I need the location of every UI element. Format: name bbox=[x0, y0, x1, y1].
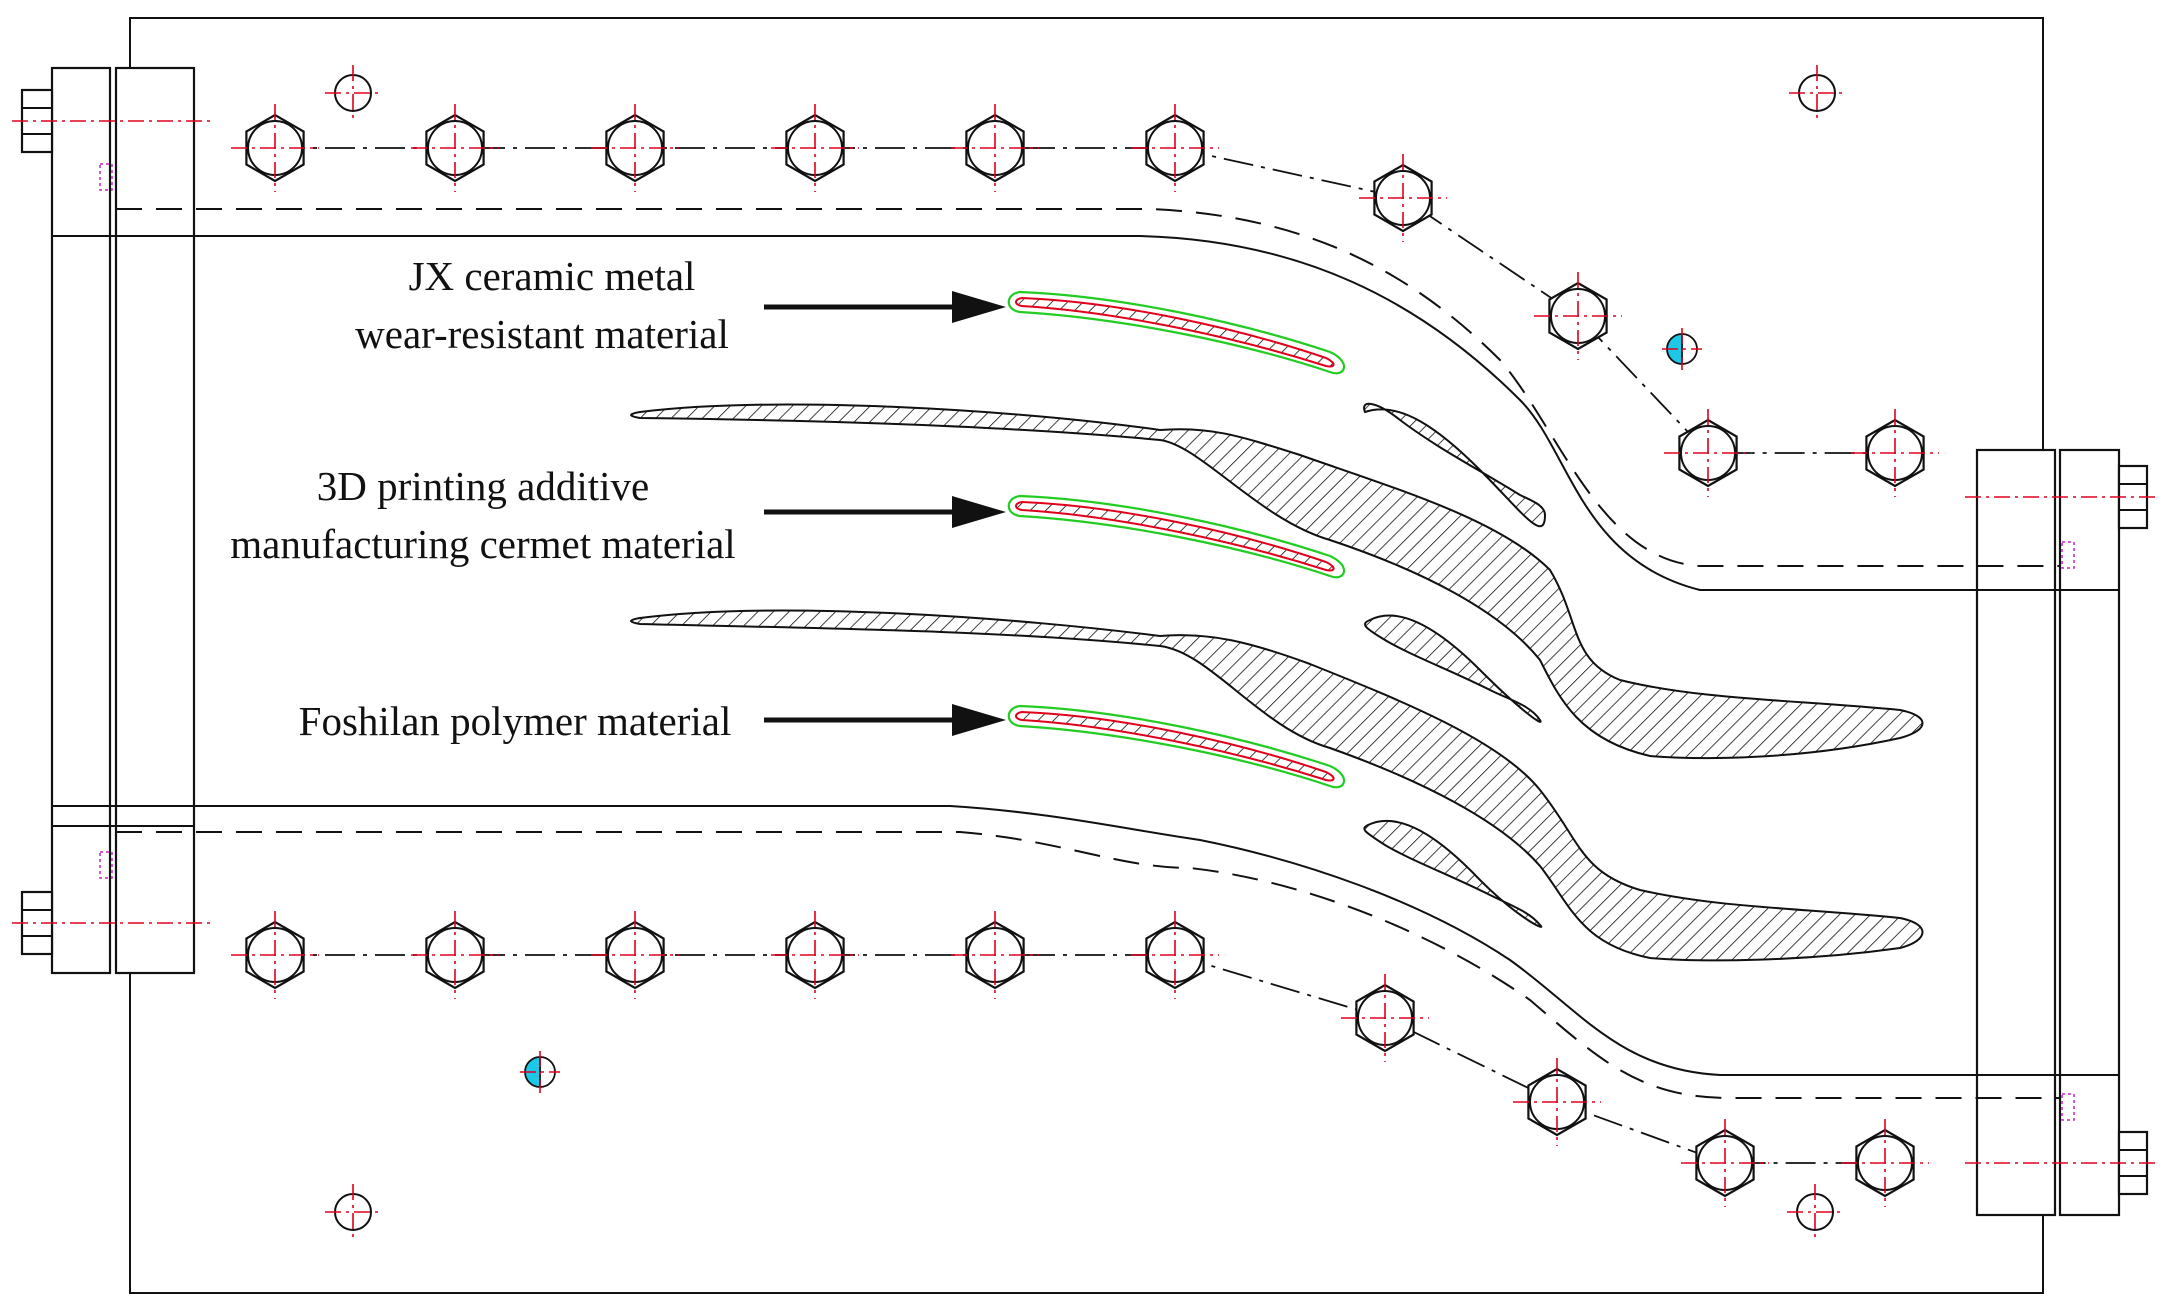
coated-blade-3d bbox=[1007, 494, 1345, 579]
dowel-pin-upper bbox=[1662, 328, 1702, 370]
hex-bolt-icon bbox=[1841, 1119, 1929, 1207]
hex-bolt-icon bbox=[1664, 409, 1752, 497]
channel-walls bbox=[116, 208, 2060, 1099]
hex-bolt-icon bbox=[1851, 409, 1939, 497]
hex-bolt-icon bbox=[1341, 974, 1429, 1062]
hex-bolt-icon bbox=[1513, 1058, 1601, 1146]
dowel-pin-lower bbox=[520, 1051, 560, 1093]
blade-upper-large bbox=[630, 403, 1924, 760]
hex-bolt-icon bbox=[1131, 104, 1219, 192]
hex-bolt-icon bbox=[771, 104, 859, 192]
blade-small-2 bbox=[1364, 614, 1542, 723]
hole-bottom-right bbox=[1787, 1184, 1843, 1240]
label-3d-line1: 3D printing additive bbox=[317, 463, 650, 509]
hex-bolt-icon bbox=[411, 104, 499, 192]
hex-bolt-icon bbox=[1681, 1119, 1769, 1207]
hex-bolt-icon bbox=[1131, 911, 1219, 999]
label-jx-line2: wear-resistant material bbox=[355, 311, 729, 357]
left-clamp bbox=[12, 66, 210, 975]
hex-bolt-icon bbox=[1534, 272, 1622, 360]
hex-bolt-icon bbox=[951, 911, 1039, 999]
hex-bolt-icon bbox=[591, 911, 679, 999]
label-jx-line1: JX ceramic metal bbox=[409, 253, 696, 299]
hole-top-right bbox=[1789, 65, 1845, 121]
hex-bolt-icon bbox=[411, 911, 499, 999]
hole-bottom-left bbox=[325, 1184, 381, 1240]
blade-small-3 bbox=[1363, 819, 1543, 928]
bolt-group bbox=[231, 104, 1939, 1207]
coated-blade-foshilan bbox=[1007, 704, 1345, 789]
hex-bolt-icon bbox=[1359, 154, 1447, 242]
hex-bolt-icon bbox=[591, 104, 679, 192]
right-clamp bbox=[1965, 448, 2160, 1217]
blade-lower-large bbox=[630, 609, 1924, 962]
label-3d-line2: manufacturing cermet material bbox=[230, 521, 735, 567]
hex-bolt-icon bbox=[771, 911, 859, 999]
hex-bolt-icon bbox=[951, 104, 1039, 192]
blade-row bbox=[630, 402, 1924, 962]
right-arrow-icon bbox=[764, 496, 1006, 528]
blade-small-1 bbox=[1363, 402, 1547, 528]
hole-top-left bbox=[325, 65, 381, 121]
label-foshilan: Foshilan polymer material bbox=[299, 698, 732, 744]
coated-blade-jx bbox=[1007, 290, 1345, 375]
right-arrow-icon bbox=[764, 704, 1006, 736]
hex-bolt-icon bbox=[231, 104, 319, 192]
hex-bolt-icon bbox=[231, 911, 319, 999]
right-arrow-icon bbox=[764, 291, 1006, 323]
